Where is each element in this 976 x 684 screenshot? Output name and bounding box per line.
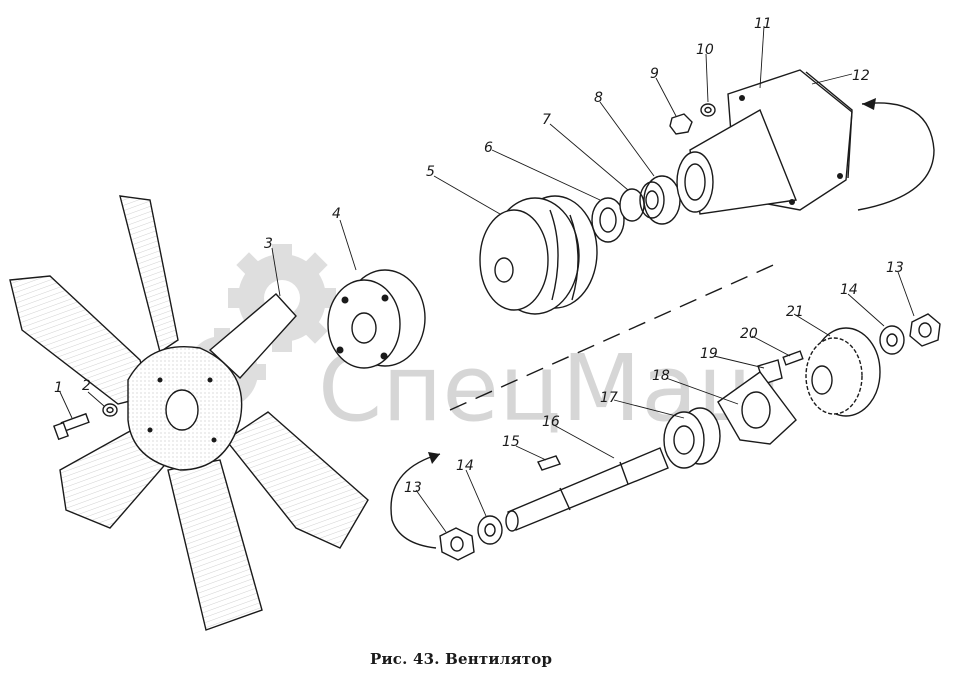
- callout-21: 21: [786, 304, 804, 320]
- callout-1: 1: [54, 380, 63, 396]
- rotation-arrow-bottom: [390, 453, 441, 549]
- housing-part-11: [676, 69, 853, 215]
- callout-5: 5: [426, 164, 435, 180]
- screw-part-20: [782, 350, 804, 366]
- nut-part-13-left: [439, 527, 475, 561]
- washer-part-2: [102, 403, 118, 417]
- lock-washer-part-14-right: [879, 325, 905, 355]
- pulley-part-5: [479, 195, 598, 315]
- callout-3: 3: [264, 236, 273, 252]
- callout-7: 7: [542, 112, 551, 128]
- flange-hub-part-4: [327, 269, 426, 369]
- gasket-part-12: [805, 71, 853, 179]
- callout-12: 12: [852, 68, 870, 84]
- callout-14-left: 14: [456, 458, 474, 474]
- callout-16: 16: [542, 414, 560, 430]
- callout-13-right: 13: [886, 260, 904, 276]
- seal-part-6: [591, 197, 625, 243]
- washer-part-10: [700, 103, 716, 117]
- callout-14-right: 14: [840, 282, 858, 298]
- callout-18: 18: [652, 368, 670, 384]
- callout-8: 8: [594, 90, 603, 106]
- bolt-part-1: [53, 412, 90, 441]
- callout-19: 19: [700, 346, 718, 362]
- callout-10: 10: [696, 42, 714, 58]
- callout-6: 6: [484, 140, 493, 156]
- callout-labels: 1 2 3 4 5 6 7 8 9 10 11 12 13 14 15 16 1…: [54, 16, 904, 496]
- nut-part-13-right: [909, 313, 941, 347]
- shaft-part-16: [505, 447, 669, 532]
- flange-plate-part-18: [717, 371, 797, 445]
- key-part-15: [537, 455, 561, 471]
- figure-caption: Рис. 43. Вентилятор: [370, 650, 553, 668]
- callout-20: 20: [740, 326, 758, 342]
- nut-part-9: [669, 113, 693, 135]
- callout-2: 2: [82, 378, 91, 394]
- gear-part-21: [805, 327, 881, 417]
- callout-11: 11: [754, 16, 772, 32]
- bearing-part-17: [663, 407, 721, 469]
- rotation-arrow-top: [857, 102, 935, 211]
- lock-washer-part-14-left: [477, 515, 503, 545]
- callout-13-left: 13: [404, 480, 422, 496]
- callout-9: 9: [650, 66, 659, 82]
- fan-impeller: [9, 195, 369, 631]
- callout-17: 17: [600, 390, 618, 406]
- callout-4: 4: [332, 206, 341, 222]
- callout-15: 15: [502, 434, 520, 450]
- bearing-part-8: [639, 175, 681, 225]
- leader-lines: [59, 25, 915, 533]
